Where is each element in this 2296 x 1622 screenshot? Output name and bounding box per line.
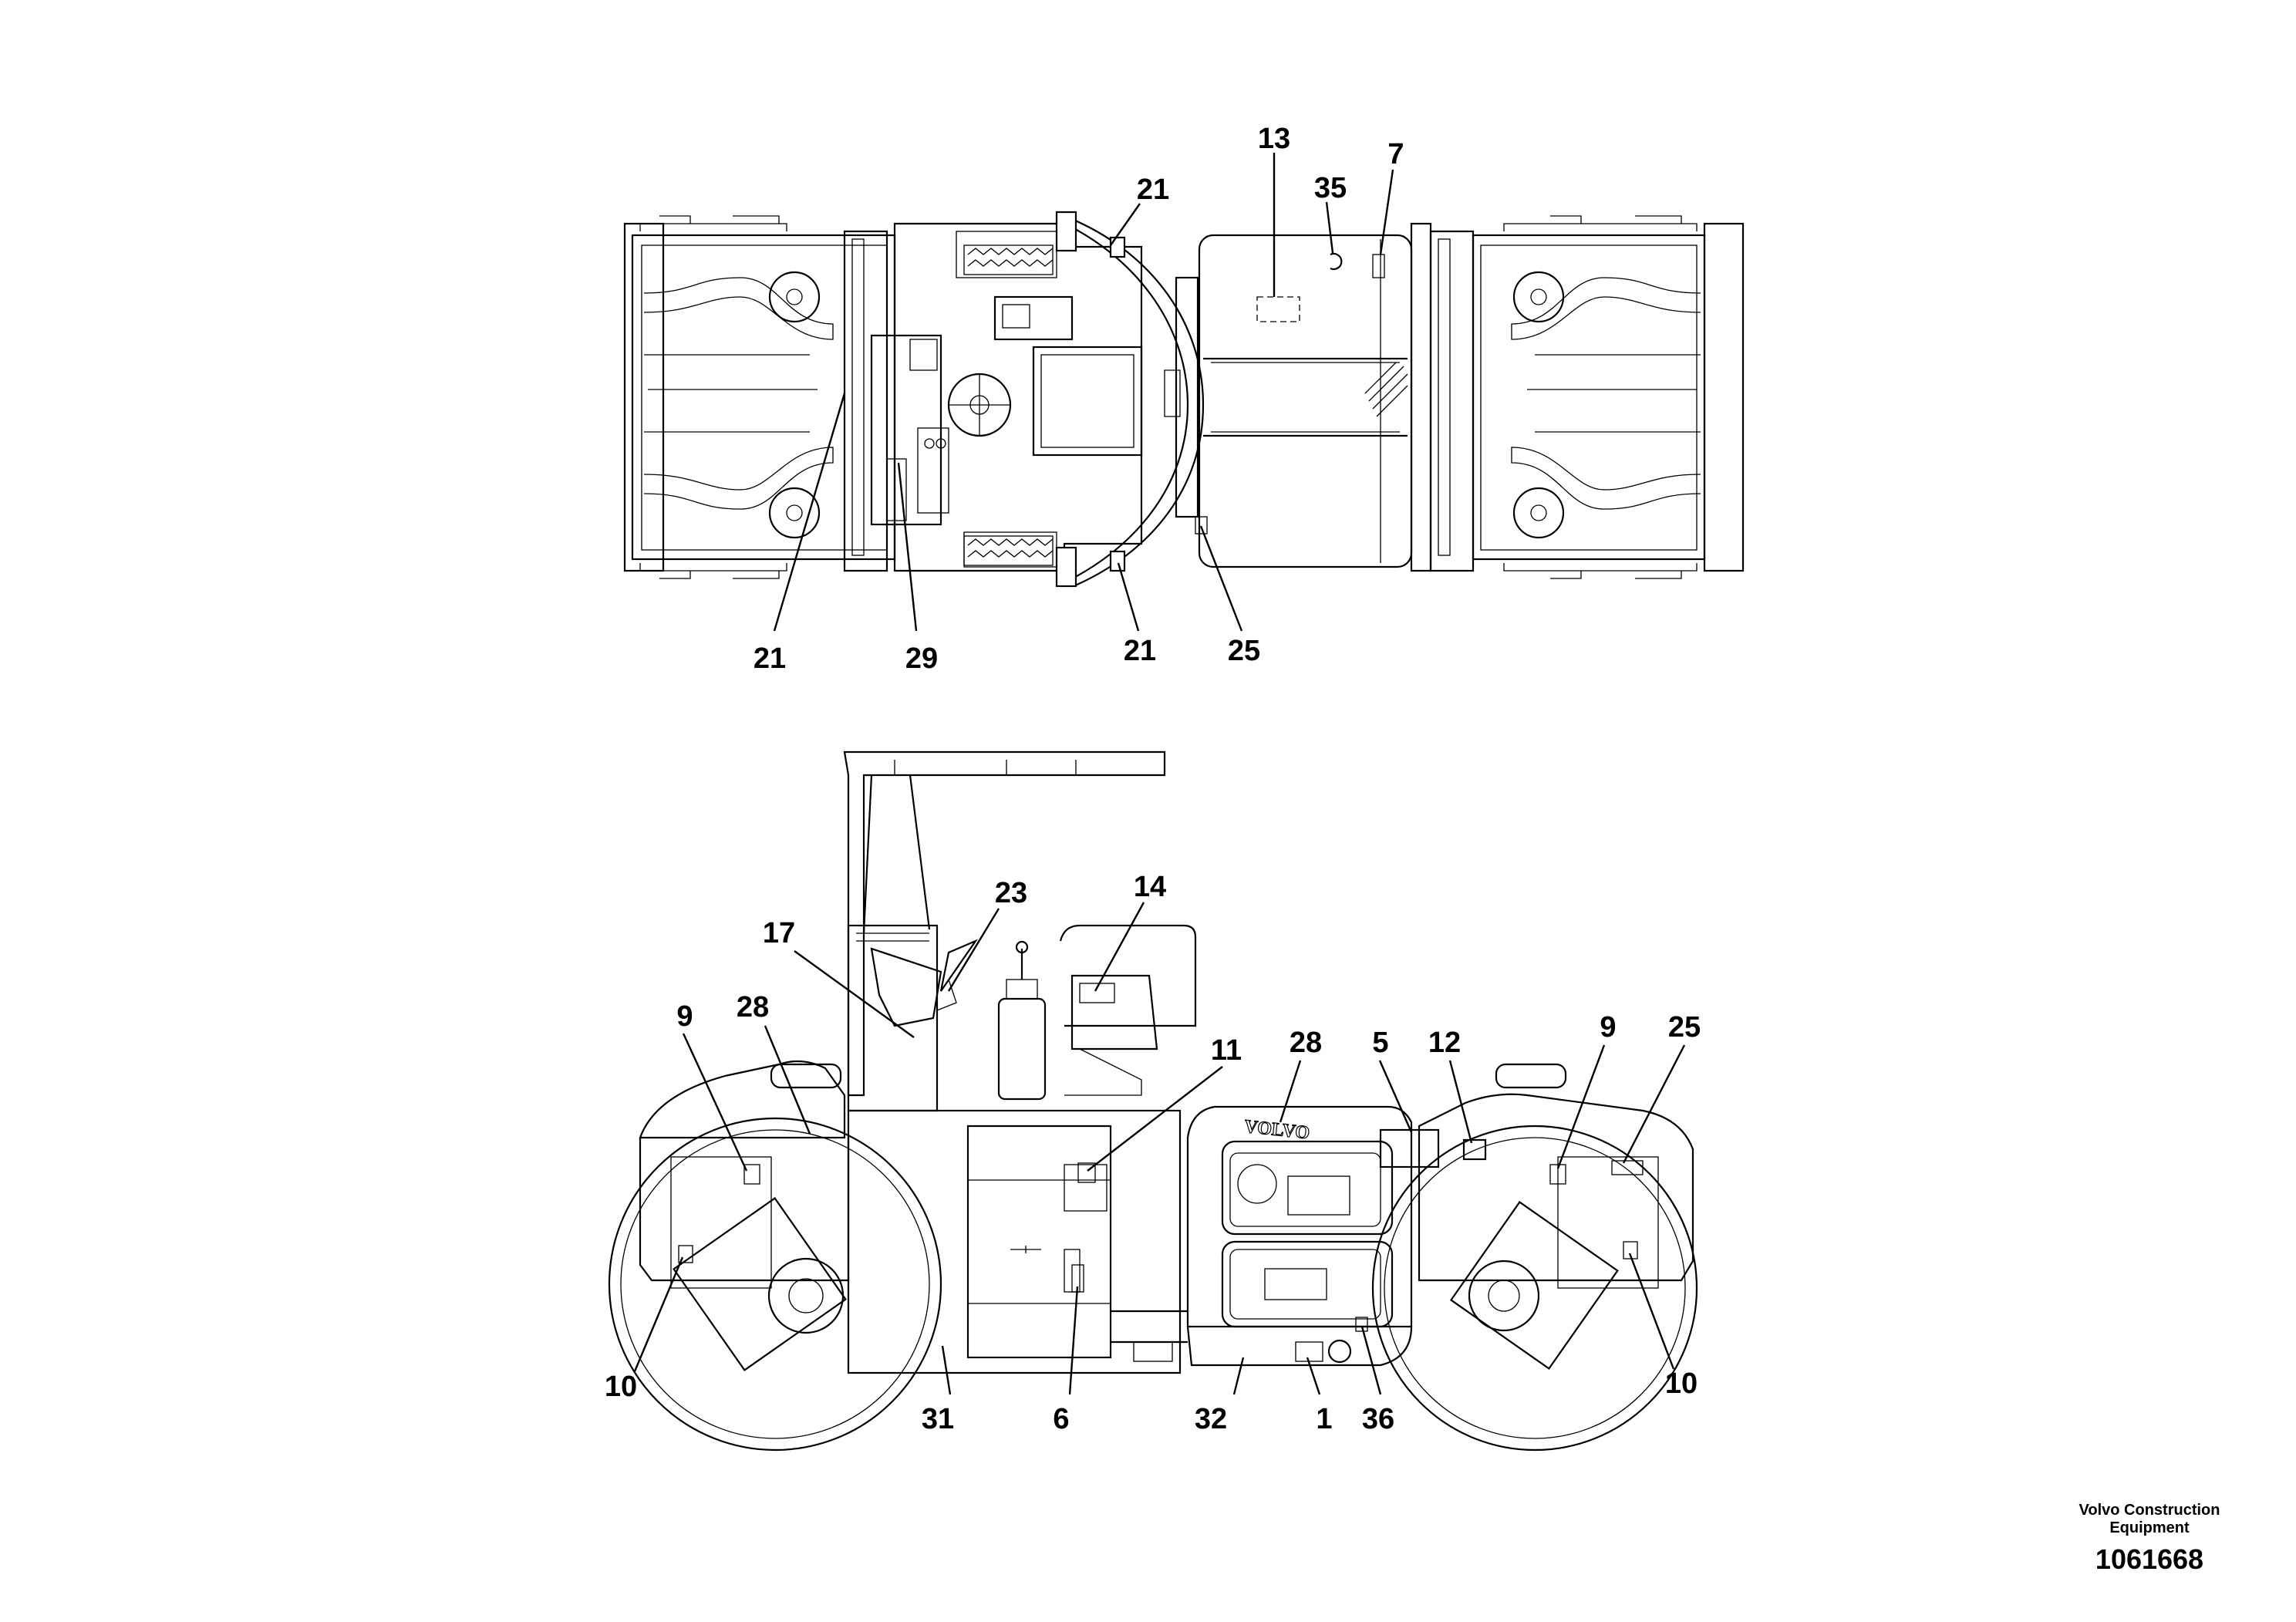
callout-29: 29 bbox=[905, 642, 938, 675]
callout-21: 21 bbox=[1124, 635, 1156, 667]
side-view-leaders bbox=[633, 902, 1686, 1395]
decal-1-marker bbox=[1295, 1341, 1323, 1362]
decal-7-marker bbox=[1372, 254, 1385, 278]
callout-10: 10 bbox=[1665, 1367, 1698, 1400]
decal-35-marker bbox=[1330, 252, 1343, 271]
top-view-leaders bbox=[773, 153, 1394, 632]
drawing-footer: Volvo Construction Equipment 1061668 bbox=[2065, 1502, 2234, 1576]
engine-vent-grille bbox=[1364, 362, 1408, 417]
decal-11-marker bbox=[1077, 1162, 1096, 1183]
callout-21: 21 bbox=[754, 642, 786, 675]
callout-9: 9 bbox=[676, 1000, 693, 1033]
callout-7: 7 bbox=[1387, 138, 1404, 170]
decal-5-marker bbox=[1379, 1128, 1440, 1168]
decal-9-right-marker bbox=[1549, 1164, 1566, 1185]
callout-21: 21 bbox=[1137, 174, 1169, 206]
callout-1: 1 bbox=[1316, 1403, 1332, 1435]
callout-9: 9 bbox=[1600, 1011, 1616, 1044]
decal-25-marker bbox=[1195, 516, 1208, 534]
callout-11: 11 bbox=[1211, 1034, 1242, 1067]
tread-plate-top bbox=[963, 244, 1054, 275]
decal-36-marker bbox=[1355, 1317, 1368, 1332]
callout-12: 12 bbox=[1428, 1027, 1461, 1059]
side-view-machine: VOLVO bbox=[608, 750, 1698, 1452]
callout-23: 23 bbox=[995, 877, 1027, 909]
callout-25: 25 bbox=[1668, 1011, 1701, 1044]
callout-28: 28 bbox=[1290, 1027, 1322, 1059]
document-number: 1061668 bbox=[2095, 1543, 2204, 1575]
callout-25: 25 bbox=[1228, 635, 1260, 667]
top-view-machine bbox=[623, 211, 1745, 588]
callout-17: 17 bbox=[763, 917, 795, 949]
callout-13: 13 bbox=[1258, 123, 1290, 155]
callout-5: 5 bbox=[1372, 1027, 1388, 1059]
callout-31: 31 bbox=[922, 1403, 954, 1435]
decal-25-side-marker bbox=[1611, 1160, 1644, 1175]
side-view-callouts: 23 14 17 28 9 11 28 5 12 9 25 10 10 31 6… bbox=[605, 871, 1701, 1435]
tread-plate-bottom bbox=[963, 535, 1054, 566]
top-view-callouts: 13 35 7 21 21 29 21 25 bbox=[754, 123, 1404, 675]
callout-35: 35 bbox=[1314, 172, 1347, 204]
brand-name: Volvo Construction Equipment bbox=[2079, 1502, 2220, 1536]
callout-6: 6 bbox=[1053, 1403, 1069, 1435]
callout-36: 36 bbox=[1362, 1403, 1394, 1435]
callout-32: 32 bbox=[1195, 1403, 1227, 1435]
decal-9-left-marker bbox=[743, 1164, 760, 1185]
decal-13-outline bbox=[1256, 296, 1300, 322]
decal-10-right-marker bbox=[1623, 1241, 1638, 1259]
callout-14: 14 bbox=[1134, 871, 1166, 903]
decal-10-left-marker bbox=[678, 1245, 693, 1263]
decal-12-marker bbox=[1462, 1138, 1487, 1161]
volvo-brand-plate: VOLVO bbox=[1243, 1117, 1310, 1144]
callout-10: 10 bbox=[605, 1371, 637, 1403]
callout-28: 28 bbox=[737, 991, 769, 1023]
